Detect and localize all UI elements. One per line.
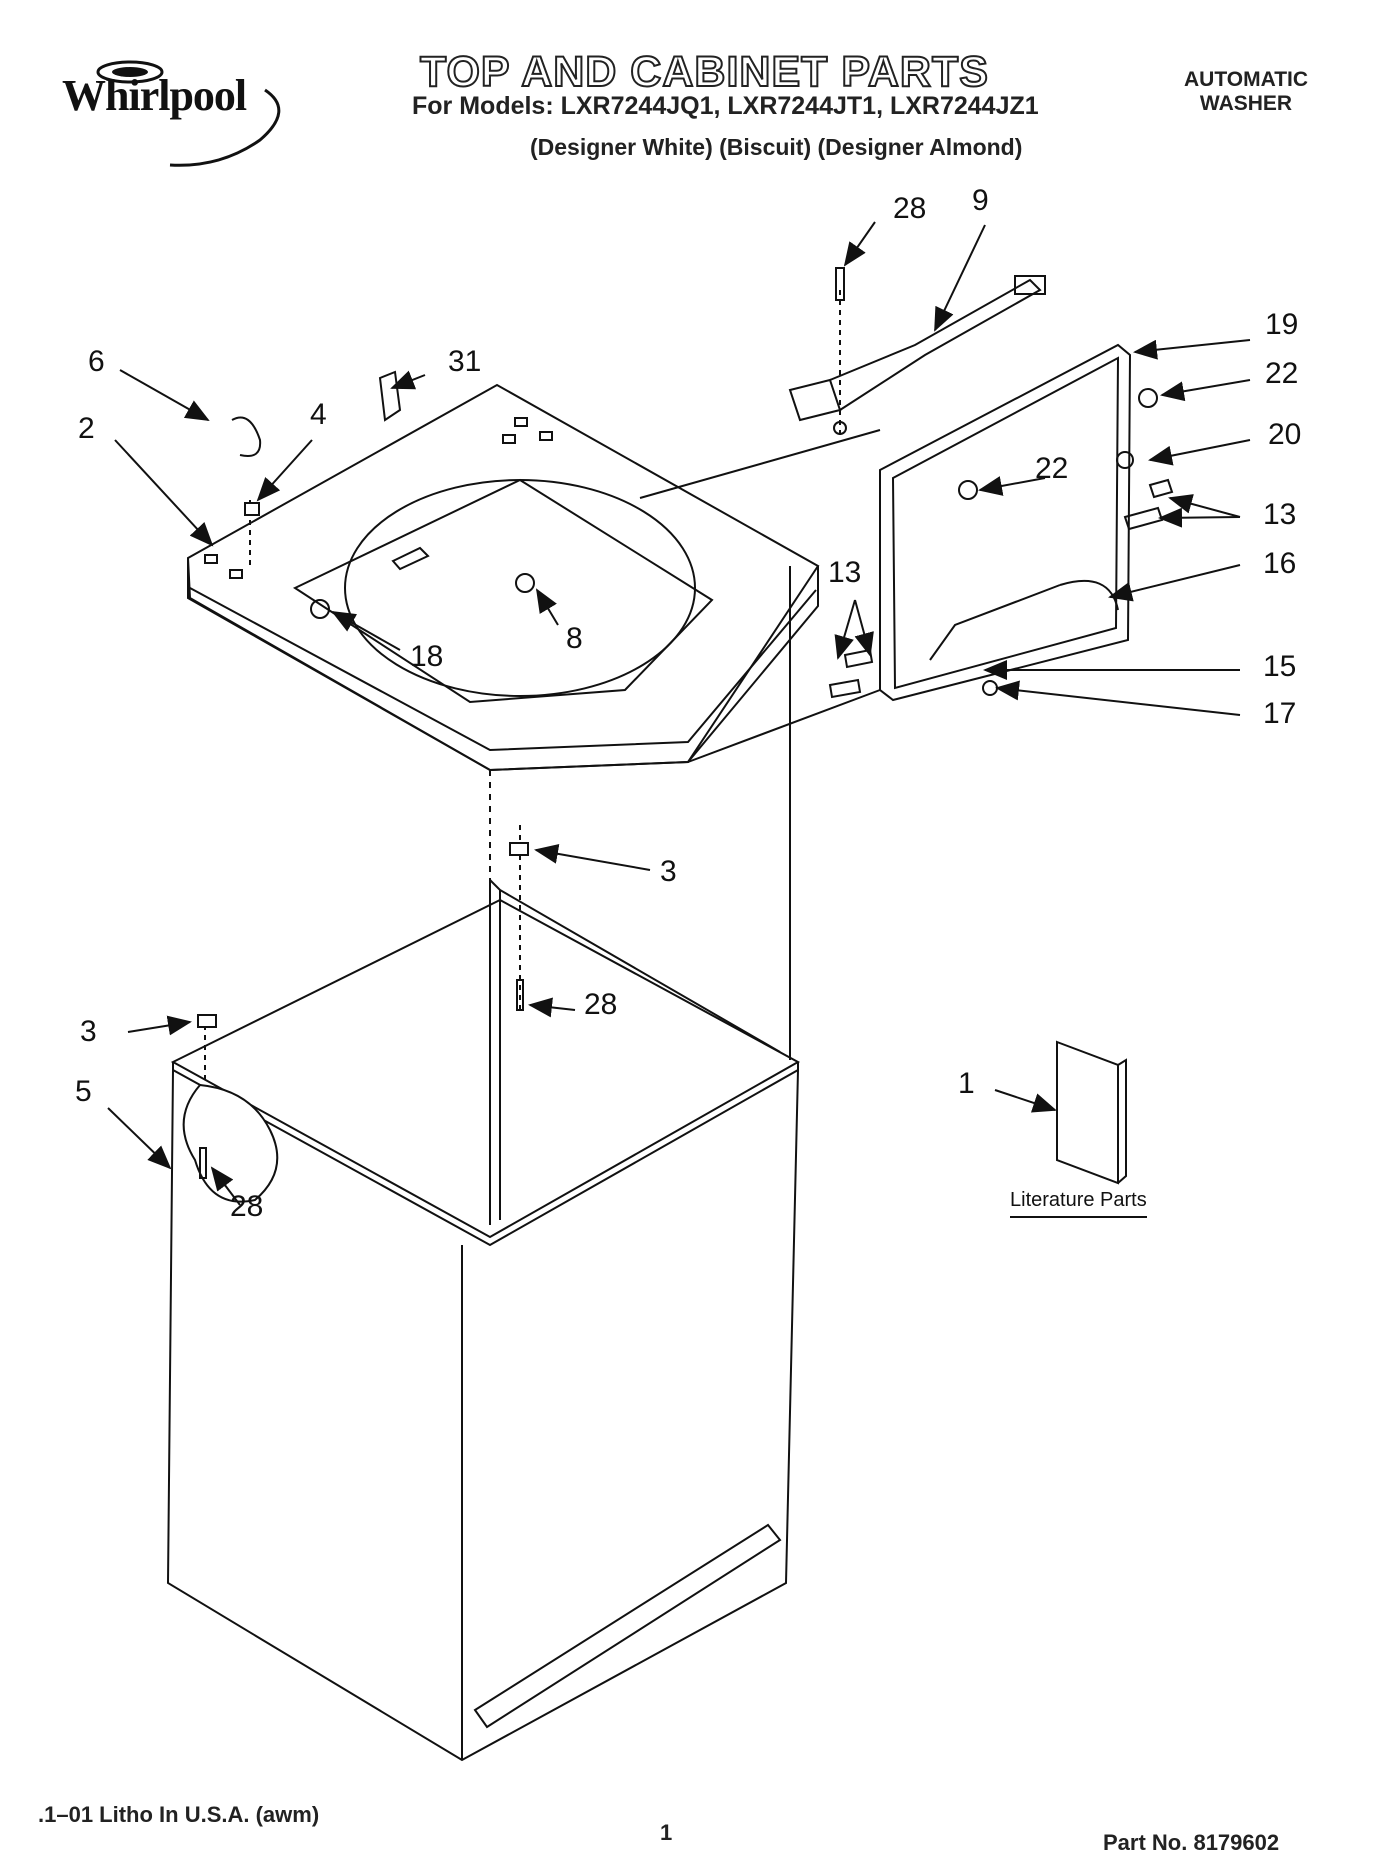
callout-13-left: 13 <box>828 556 862 589</box>
callout-28-top: 28 <box>893 192 927 225</box>
literature-booklet <box>1056 1040 1127 1185</box>
appliance-type-line1: AUTOMATIC <box>1184 68 1309 91</box>
washer-top-panel <box>187 383 820 772</box>
callout-18: 18 <box>410 640 444 673</box>
logo-swoosh-icon <box>96 60 281 167</box>
color-list: (Designer White) (Biscuit) (Designer Alm… <box>530 134 1023 160</box>
callout-3-top: 3 <box>660 855 677 888</box>
callout-16: 16 <box>1263 547 1297 580</box>
callout-1: 1 <box>958 1067 975 1100</box>
part-number: Part No. 8179602 <box>1103 1830 1280 1855</box>
page-title: TOP AND CABINET PARTS <box>419 47 989 97</box>
callout-arrows <box>107 221 1251 1206</box>
callout-13-right: 13 <box>1263 498 1297 531</box>
page-number: 1 <box>660 1820 673 1845</box>
callout-15: 15 <box>1263 650 1297 683</box>
callout-22-center: 22 <box>1035 452 1069 485</box>
callout-3-left: 3 <box>80 1015 97 1048</box>
callout-20: 20 <box>1268 418 1302 451</box>
callout-28-bottom: 28 <box>230 1190 264 1223</box>
washer-cabinet <box>166 879 801 1762</box>
callout-17: 17 <box>1263 697 1297 730</box>
callout-28-center: 28 <box>584 988 618 1021</box>
callout-31: 31 <box>448 345 482 378</box>
callout-5: 5 <box>75 1075 92 1108</box>
callout-4: 4 <box>310 398 327 431</box>
litho-note: .1–01 Litho In U.S.A. (awm) <box>38 1802 320 1827</box>
model-list: For Models: LXR7244JQ1, LXR7244JT1, LXR7… <box>412 92 1039 120</box>
appliance-type: AUTOMATIC WASHER <box>1184 68 1308 116</box>
brand-name: Whirlpool <box>62 71 247 120</box>
callout-2: 2 <box>78 412 95 445</box>
appliance-type-line2: WASHER <box>1199 92 1293 115</box>
callout-6: 6 <box>88 345 105 378</box>
callout-8: 8 <box>566 622 583 655</box>
callout-19: 19 <box>1265 308 1299 341</box>
callout-9: 9 <box>972 184 989 217</box>
literature-parts-label: Literature Parts <box>1010 1189 1147 1218</box>
control-panel-frame <box>879 343 1132 702</box>
callout-22-right: 22 <box>1265 357 1299 390</box>
